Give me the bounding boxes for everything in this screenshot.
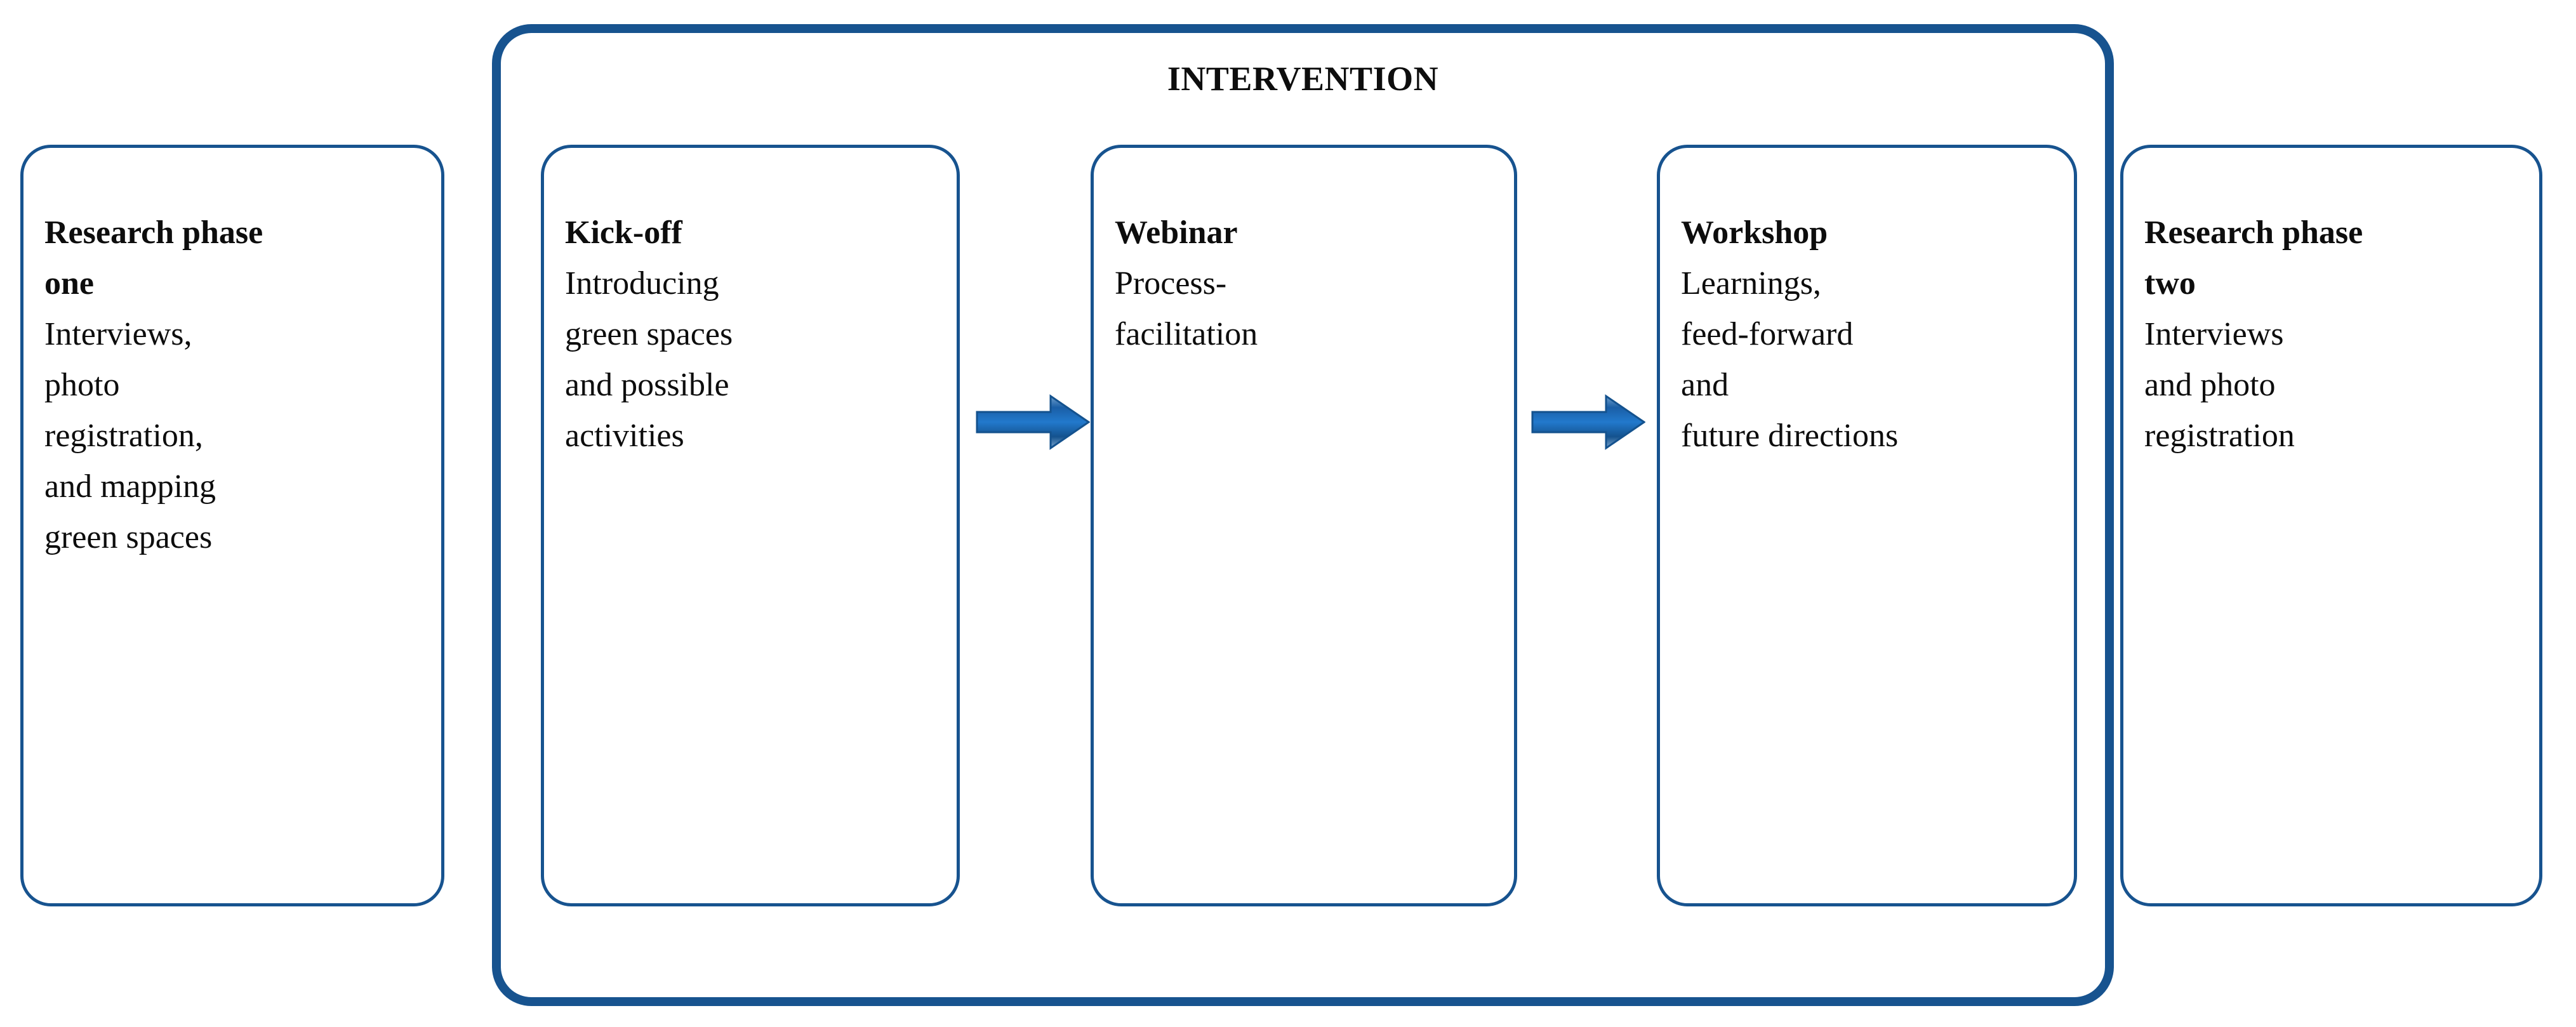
card-body-research-phase-two: Interviews and photo registration	[2144, 316, 2295, 454]
card-title-research-phase-two: Research phase two	[2144, 215, 2363, 301]
card-body-webinar: Process- facilitation	[1115, 265, 1258, 352]
card-title-workshop: Workshop	[1681, 215, 1828, 251]
card-content: Workshop Learnings, feed-forward and fut…	[1681, 208, 2060, 461]
intervention-container	[492, 24, 2114, 1006]
card-content: Research phase two Interviews and photo …	[2144, 208, 2525, 461]
card-content: Research phase one Interviews, photo reg…	[44, 208, 427, 563]
card-content: Kick-off Introducing green spaces and po…	[565, 208, 943, 461]
phase-card-kick-off: Kick-off Introducing green spaces and po…	[541, 145, 960, 906]
arrow-right-icon-webinar-to-workshop	[1531, 394, 1645, 450]
card-title-research-phase-one: Research phase one	[44, 215, 263, 301]
phase-card-research-phase-one: Research phase one Interviews, photo reg…	[20, 145, 444, 906]
phase-card-research-phase-two: Research phase two Interviews and photo …	[2120, 145, 2542, 906]
phase-card-webinar: Webinar Process- facilitation	[1091, 145, 1517, 906]
card-body-research-phase-one: Interviews, photo registration, and mapp…	[44, 316, 216, 555]
card-body-kick-off: Introducing green spaces and possible ac…	[565, 265, 733, 454]
intervention-title: INTERVENTION	[1167, 60, 1439, 98]
card-content: Webinar Process- facilitation	[1115, 208, 1500, 360]
card-body-workshop: Learnings, feed-forward and future direc…	[1681, 265, 1899, 454]
card-title-kick-off: Kick-off	[565, 215, 682, 251]
arrow-right-icon-kickoff-to-webinar	[976, 394, 1090, 450]
card-title-webinar: Webinar	[1115, 215, 1238, 251]
phase-card-workshop: Workshop Learnings, feed-forward and fut…	[1657, 145, 2077, 906]
